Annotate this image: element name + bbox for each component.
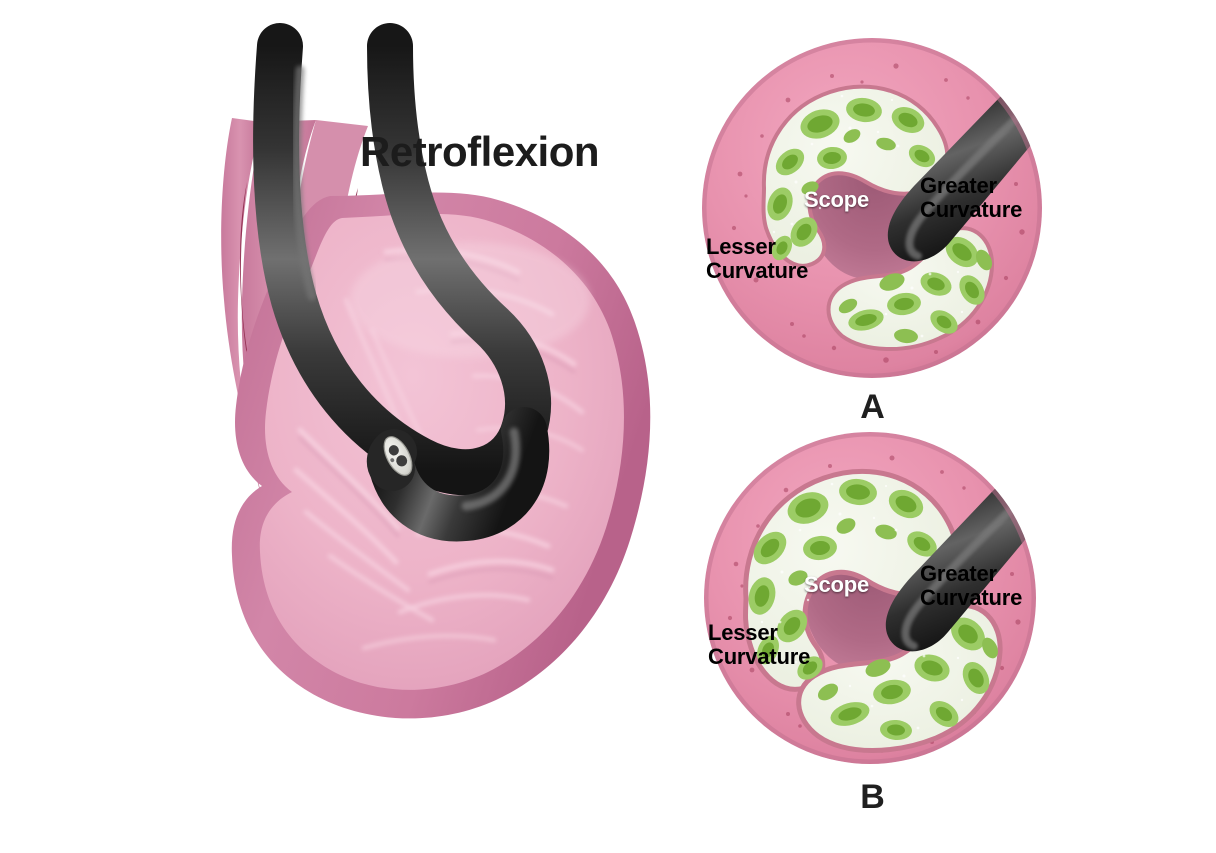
mucosal-cells-lower-b [817, 617, 998, 741]
endoscopic-view-a: Scope Lesser Curvature Greater Curvature… [700, 36, 1045, 426]
mucosal-texture-b [760, 482, 964, 730]
gastric-rugae [293, 247, 585, 651]
scope-specular-highlight [461, 427, 521, 511]
mucosal-cells-lower-a [838, 236, 993, 344]
mucosal-texture-a [772, 94, 964, 338]
esophagus-outer-wall [221, 118, 268, 520]
panel-letter-a: A [860, 388, 885, 426]
scope-specular-highlight-upper [292, 65, 317, 301]
scope-label-b: Scope [804, 572, 870, 597]
greater-curvature-label-b: Greater Curvature [920, 561, 1023, 610]
circle-edge-b [704, 432, 1036, 764]
endoscopic-circle-b [704, 432, 1036, 764]
page-title: Retroflexion [360, 128, 600, 175]
mucosal-cells-upper-b [748, 478, 937, 680]
stomach-svg [221, 23, 651, 719]
circle-edge-a [702, 38, 1042, 378]
lesser-curvature-label-a: Lesser Curvature [706, 234, 809, 283]
scope-label-a: Scope [804, 187, 870, 212]
endoscopic-circle-a [702, 38, 1042, 378]
endoscope-lens-port-1 [388, 445, 399, 456]
greater-curvature-label-a: Greater Curvature [920, 173, 1023, 222]
panel-letter-b: B [860, 778, 885, 816]
stomach-retroflexion-illustration: Retroflexion [221, 23, 651, 719]
mucosal-speckles-a [731, 63, 1025, 363]
endoscope-retroflexed-loop [369, 407, 550, 542]
mucosal-cells-upper-a [767, 97, 936, 261]
endoscope-lens-port-2 [396, 455, 408, 467]
endoscopic-view-b: Scope Lesser Curvature Greater Curvature… [700, 430, 1045, 825]
endoscope-tip [383, 436, 413, 476]
lesser-curvature-label-b: Lesser Curvature [708, 620, 811, 669]
endoscope-channel-port [390, 458, 395, 463]
